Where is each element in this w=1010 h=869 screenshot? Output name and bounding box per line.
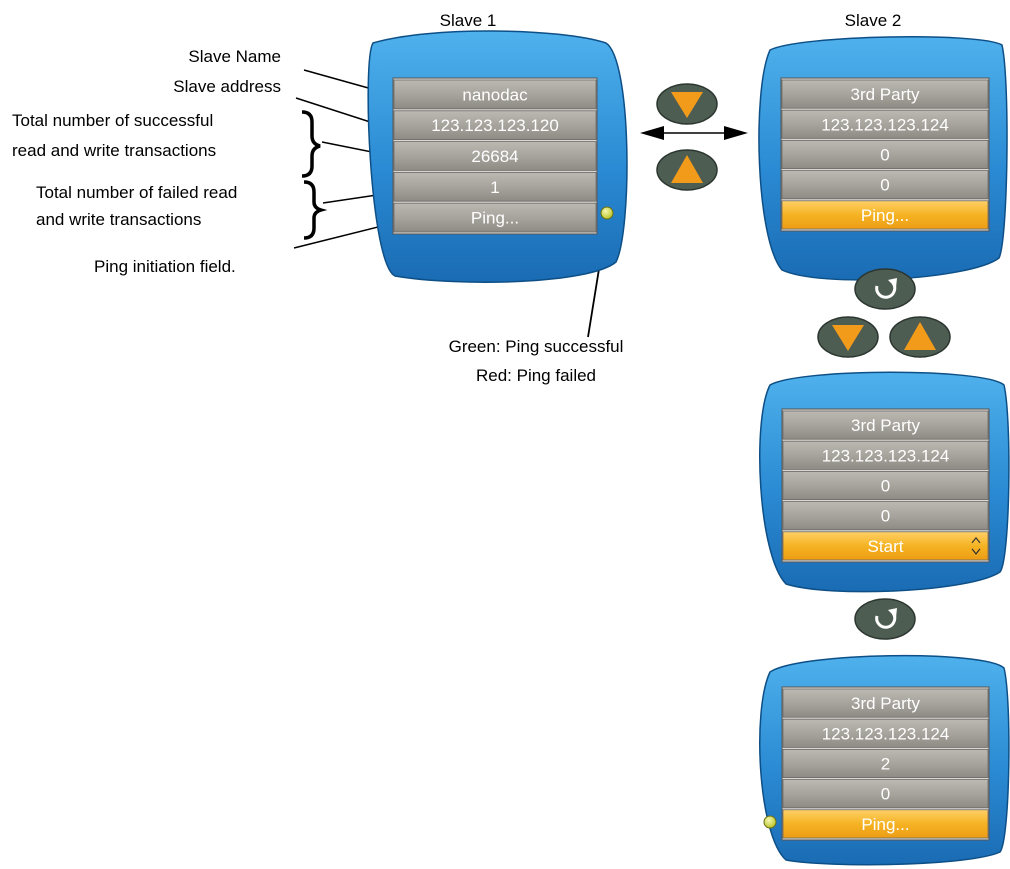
label-success-line1: Total number of successful bbox=[12, 111, 213, 130]
screen-row: 0 bbox=[782, 470, 989, 500]
screen-row-label: 0 bbox=[881, 785, 890, 804]
screen-row-label: Ping... bbox=[861, 206, 909, 225]
screen-row[interactable]: Ping... bbox=[781, 200, 989, 230]
scroll-button[interactable] bbox=[854, 268, 916, 310]
screen-row[interactable]: Ping... bbox=[393, 202, 597, 233]
screen-row: 2 bbox=[782, 749, 989, 779]
led-indicator-icon bbox=[600, 206, 614, 220]
device-slave2-result: 3rd Party 123.123.123.124 2 0Ping... bbox=[759, 654, 1010, 866]
screen-row: 0 bbox=[781, 139, 989, 169]
scroll-button[interactable] bbox=[854, 598, 916, 640]
screen-row: nanodac bbox=[393, 79, 597, 110]
up-arrow-button[interactable] bbox=[656, 149, 718, 191]
screen-row: 26684 bbox=[393, 141, 597, 171]
screen-row: 0 bbox=[781, 170, 989, 200]
slave2-heading: Slave 2 bbox=[845, 11, 902, 30]
screen-row-label: 123.123.123.124 bbox=[822, 446, 950, 465]
screen-row: 3rd Party bbox=[782, 688, 989, 718]
label-failed-line1: Total number of failed read bbox=[36, 183, 237, 202]
screen-row-label: Ping... bbox=[471, 209, 519, 228]
slave1-heading: Slave 1 bbox=[440, 11, 497, 30]
screen-row-label: nanodac bbox=[462, 85, 528, 104]
screen-row-label: 123.123.123.120 bbox=[431, 116, 559, 135]
screen-row: 3rd Party bbox=[781, 79, 989, 109]
double-arrow-icon bbox=[640, 126, 748, 140]
screen-rows: 3rd Party 123.123.123.124 0 0Ping... bbox=[781, 79, 989, 230]
label-status-line2: Red: Ping failed bbox=[476, 366, 596, 385]
led-indicator-icon bbox=[763, 815, 777, 829]
label-slave-name: Slave Name bbox=[188, 47, 281, 66]
brace-icon bbox=[301, 110, 321, 178]
label-failed-line2: and write transactions bbox=[36, 210, 201, 229]
screen-row: 0 bbox=[782, 501, 989, 531]
screen-row-label: 0 bbox=[880, 176, 889, 195]
updown-chevron-icon[interactable] bbox=[971, 536, 981, 555]
up-arrow-button-icon bbox=[671, 155, 703, 183]
device-slave1: nanodac 123.123.123.120 26684 1Ping... bbox=[367, 30, 628, 283]
screen-row-label: 0 bbox=[880, 146, 889, 165]
brace-icon bbox=[303, 180, 328, 240]
callout-labels: Slave Name Slave address Total number of… bbox=[12, 47, 281, 276]
down-arrow-button-icon bbox=[832, 325, 864, 351]
screen-row: 123.123.123.124 bbox=[782, 718, 989, 748]
screen-row[interactable]: Start bbox=[782, 531, 989, 561]
screen-row: 123.123.123.120 bbox=[393, 110, 597, 141]
screen-row: 0 bbox=[782, 779, 989, 809]
screen-row-label: 1 bbox=[490, 178, 499, 197]
screen-row-label: 26684 bbox=[471, 147, 518, 166]
up-arrow-button-icon bbox=[904, 322, 936, 350]
screen-row: 3rd Party bbox=[782, 410, 989, 440]
screen-row: 1 bbox=[393, 171, 597, 202]
screen-row-label: 123.123.123.124 bbox=[821, 115, 949, 134]
screen-row-label: 123.123.123.124 bbox=[822, 724, 950, 743]
screen-row-label: Ping... bbox=[861, 815, 909, 834]
screen-row: 123.123.123.124 bbox=[781, 109, 989, 139]
screen-row-label: 3rd Party bbox=[851, 85, 920, 104]
label-status-line1: Green: Ping successful bbox=[449, 337, 624, 356]
screen-row-label: Start bbox=[868, 537, 904, 556]
screen-row-label: 3rd Party bbox=[851, 416, 920, 435]
down-arrow-button[interactable] bbox=[656, 83, 718, 125]
screen-row-label: 0 bbox=[881, 477, 890, 496]
screen-row[interactable]: Ping... bbox=[782, 809, 989, 839]
label-ping-field: Ping initiation field. bbox=[94, 257, 236, 276]
scroll-button-icon bbox=[875, 282, 897, 299]
screen-row-label: 0 bbox=[881, 507, 890, 526]
device-slave2: 3rd Party 123.123.123.124 0 0Ping... bbox=[758, 36, 1008, 281]
screen-rows: nanodac 123.123.123.120 26684 1Ping... bbox=[393, 79, 597, 233]
up-arrow-button[interactable] bbox=[889, 316, 951, 358]
screen-rows: 3rd Party 123.123.123.124 2 0Ping... bbox=[782, 688, 989, 839]
down-arrow-button[interactable] bbox=[817, 316, 879, 358]
label-success-line2: read and write transactions bbox=[12, 141, 216, 160]
scroll-button-icon bbox=[875, 612, 897, 629]
screen-row-label: 2 bbox=[881, 755, 890, 774]
label-slave-address: Slave address bbox=[173, 77, 281, 96]
screen-row-label: 3rd Party bbox=[851, 694, 920, 713]
screen-row: 123.123.123.124 bbox=[782, 440, 989, 470]
down-arrow-button-icon bbox=[671, 92, 703, 118]
